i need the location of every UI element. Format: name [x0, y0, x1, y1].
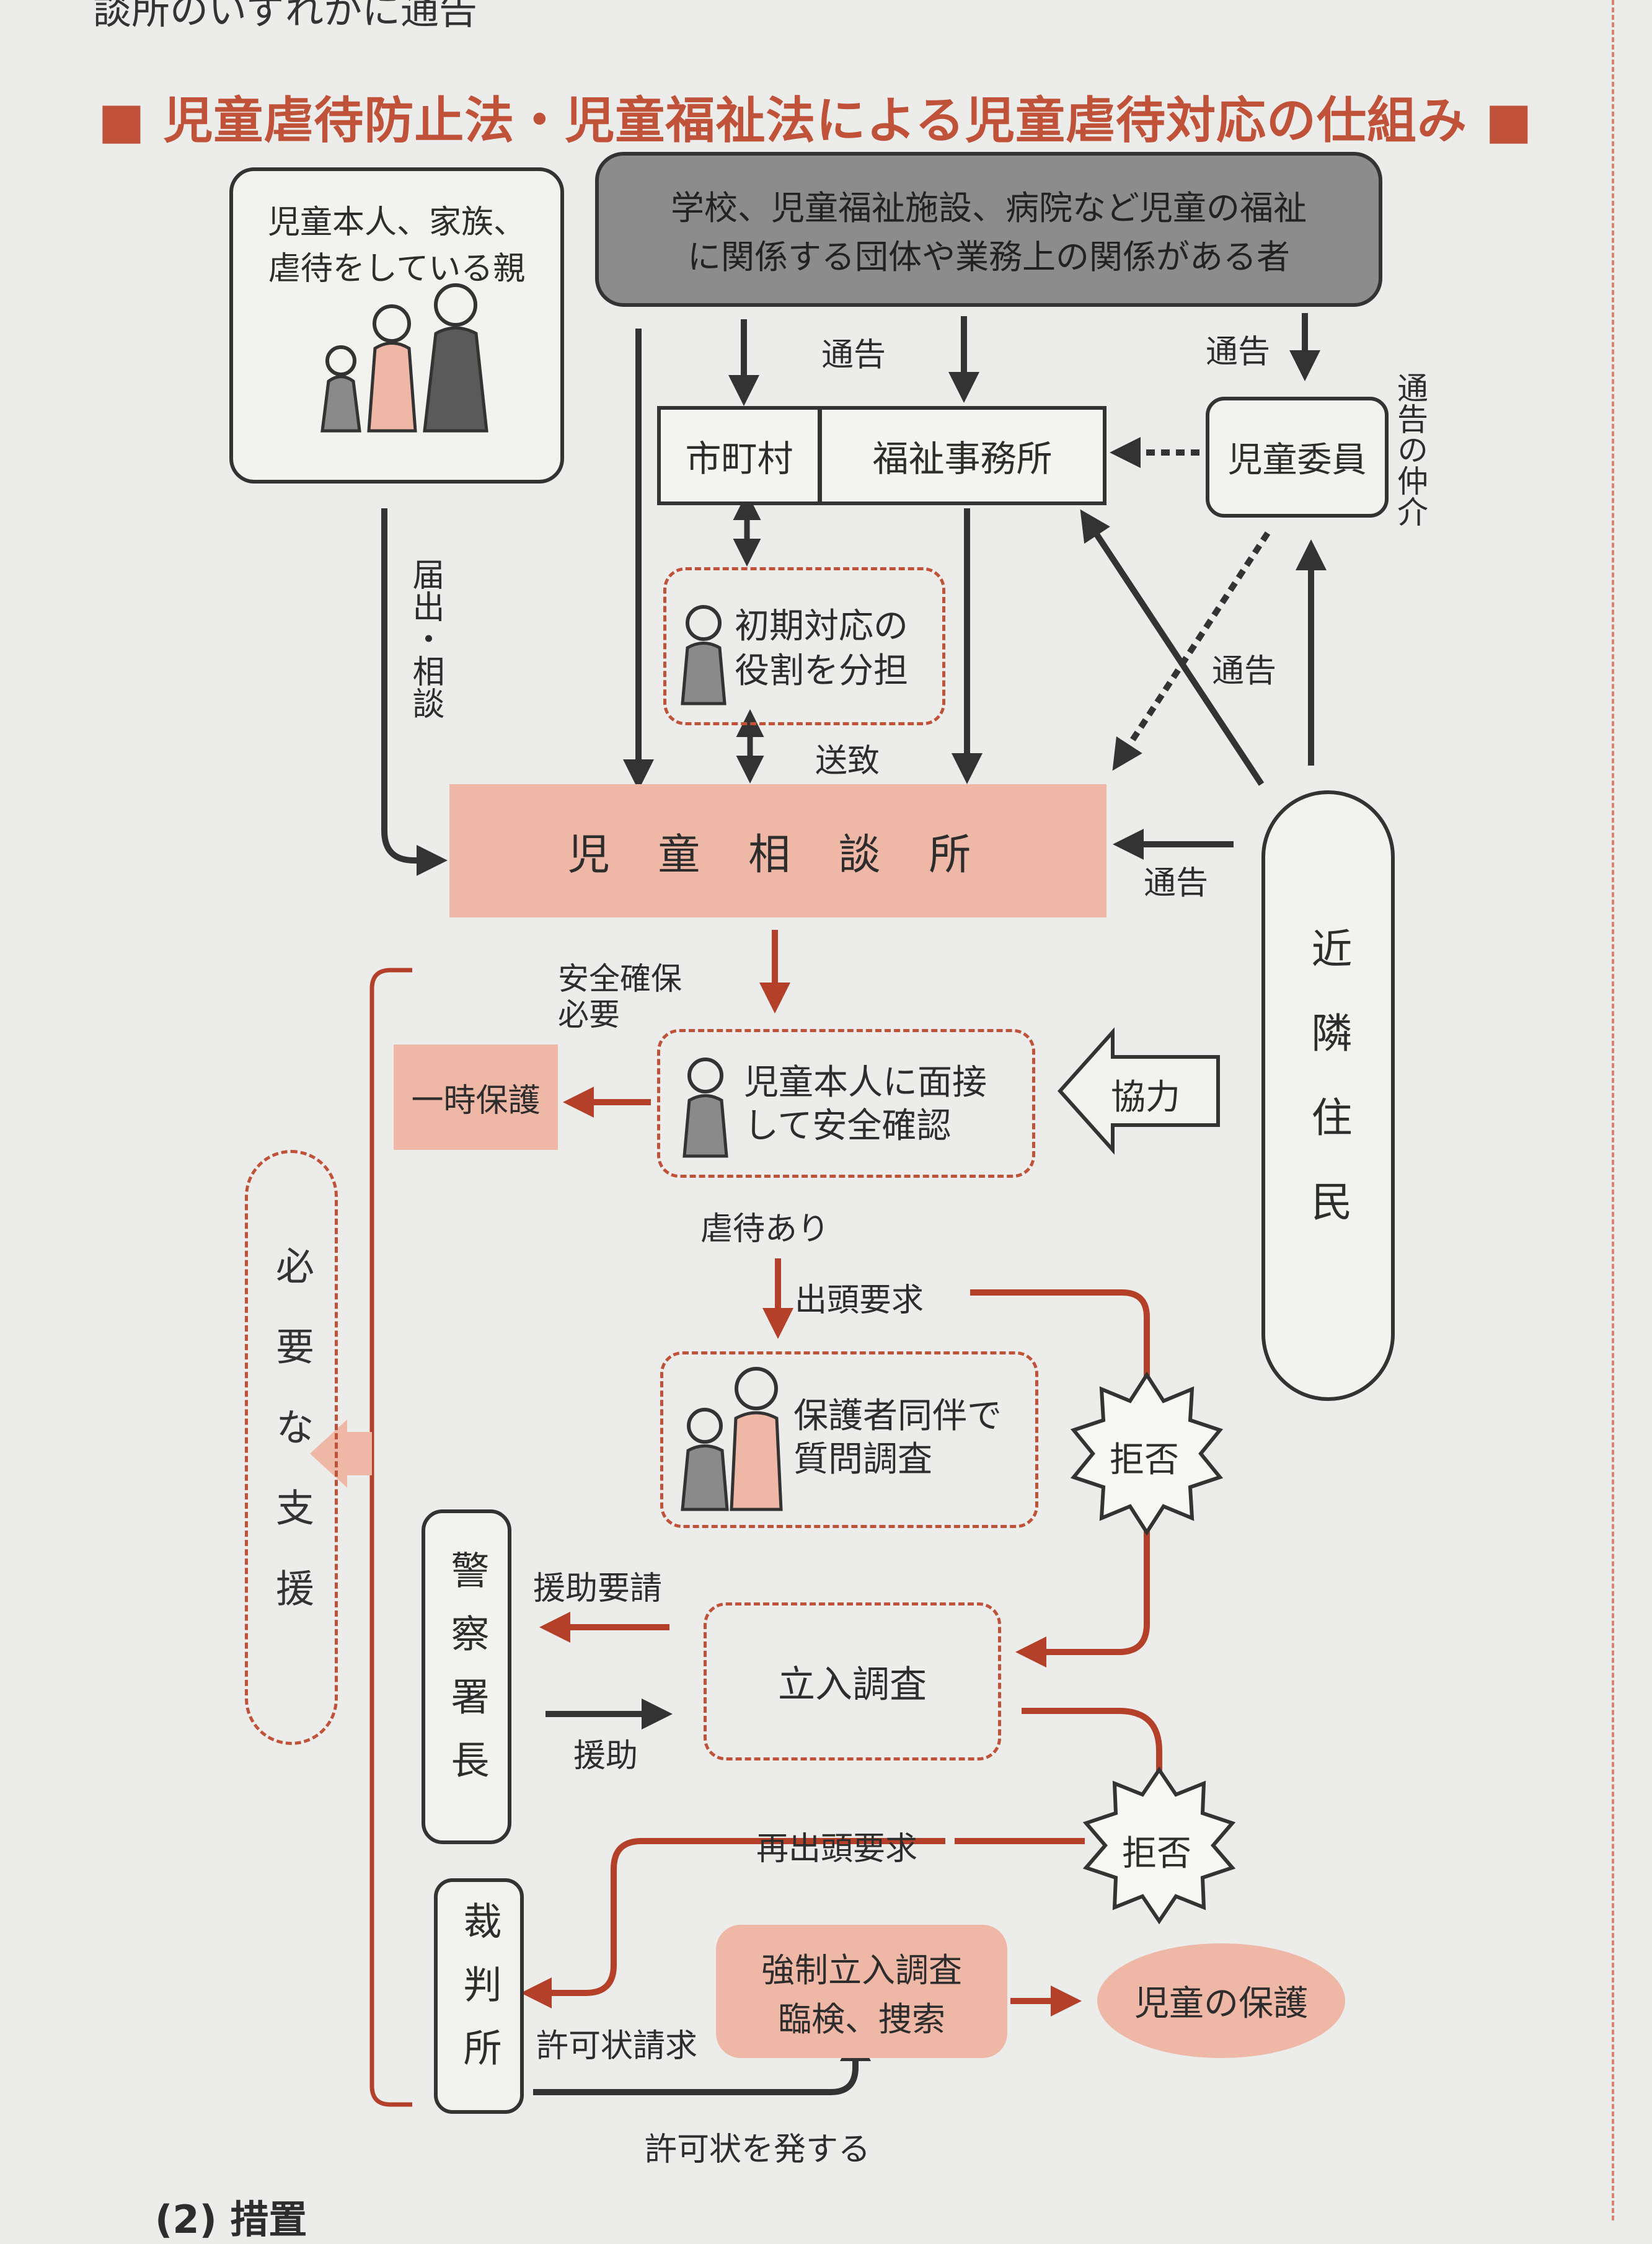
arrow-refusal-to-inspection [1015, 1525, 1150, 1668]
label-abuse-found: 虐待あり [700, 1211, 830, 1248]
arrow-to-support [310, 1420, 372, 1488]
label-notify-right: 通告 [1206, 334, 1271, 371]
label-assist: 援助 [573, 1738, 638, 1775]
school-box: 学校、児童福祉施設、病院など児童の福祉 に関係する団体や業務上の関係がある者 [595, 152, 1382, 307]
label-safety-needed: 安全確保 必要 [558, 961, 682, 1033]
arrow-commissioner-to-center [1112, 531, 1271, 771]
label-safety-needed-1: 安全確保 [558, 961, 682, 997]
cooperation-arrow [1057, 1027, 1220, 1155]
forced-line2: 臨検、捜索 [778, 1999, 945, 2039]
interview-box [657, 1029, 1035, 1178]
forced-line1: 強制立入調査 [761, 1950, 962, 1990]
refusal-2-burst [1082, 1766, 1236, 1925]
family-label-line1: 児童本人、家族、 [267, 204, 526, 241]
initial-line1: 初期対応の [735, 606, 908, 647]
consultation-center-box: 児 童 相 談 所 [449, 784, 1106, 917]
label-transfer: 送致 [815, 743, 880, 780]
initial-response-person-icon [681, 605, 727, 705]
label-warrant-request: 許可状請求 [536, 2028, 698, 2065]
neighbors-label: 近隣住民 [1304, 927, 1353, 1265]
welfare-office-box: 福祉事務所 [818, 406, 1106, 505]
temporary-protection-label: 一時保護 [411, 1082, 541, 1120]
refusal-1-burst [1070, 1371, 1224, 1536]
label-safety-needed-2: 必要 [558, 997, 620, 1033]
family-people-icon [320, 283, 488, 433]
welfare-office-label: 福祉事務所 [872, 438, 1053, 480]
label-mediation: 通告の仲介 [1392, 372, 1428, 527]
forced-inspection-box: 強制立入調査 臨検、捜索 [716, 1925, 1007, 2058]
consultation-center-label: 児 童 相 談 所 [567, 831, 989, 880]
questioning-line2: 質問調査 [793, 1439, 932, 1480]
interview-label: 児童本人に面接 して安全確認 [744, 1061, 987, 1148]
police-label: 警察署長 [444, 1550, 490, 1803]
school-label-line1: 学校、児童福祉施設、病院など児童の福祉 [671, 188, 1307, 227]
support-bracket [369, 968, 412, 2107]
questioning-people-icon [681, 1367, 783, 1511]
line-inspection-to-refusal2 [1022, 1708, 1162, 1779]
margin-guideline [1612, 0, 1614, 2220]
initial-response-label: 初期対応の 役割を分担 [735, 604, 908, 694]
questioning-label: 保護者同伴で 質問調査 [793, 1395, 1002, 1482]
refusal-2-label: 拒否 [1122, 1834, 1191, 1874]
police-box: 警察署長 [422, 1509, 511, 1844]
commissioner-label: 児童委員 [1227, 440, 1367, 480]
label-notify-neighbor: 通告 [1144, 865, 1209, 902]
refusal-1-label: 拒否 [1110, 1440, 1179, 1480]
temporary-protection-box: 一時保護 [394, 1045, 558, 1150]
commissioner-box: 児童委員 [1206, 397, 1389, 518]
municipality-box: 市町村 [657, 406, 821, 505]
label-appearance-request: 出頭要求 [795, 1282, 924, 1319]
inspection-box: 立入調査 [704, 1602, 1001, 1760]
questioning-box [660, 1351, 1038, 1528]
interview-line2: して安全確認 [744, 1106, 952, 1146]
page-title: ■ 児童虐待防止法・児童福祉法による児童虐待対応の仕組み ■ [98, 92, 1533, 149]
label-notify-top: 通告 [821, 337, 886, 374]
label-reappearance-request: 再出頭要求 [756, 1831, 918, 1868]
arrow-family-to-center [381, 508, 448, 876]
school-label-line2: に関係する団体や業務上の関係がある者 [687, 237, 1290, 276]
questioning-line1: 保護者同伴で [793, 1396, 1002, 1436]
initial-response-box [663, 567, 945, 725]
label-report-consult: 届出・相談 [407, 558, 444, 719]
court-box: 裁判所 [434, 1878, 524, 2114]
child-protection-ellipse: 児童の保護 [1097, 1943, 1345, 2058]
neighbors-box: 近隣住民 [1261, 790, 1395, 1401]
child-protection-label: 児童の保護 [1134, 1984, 1308, 2024]
label-notify-cross: 通告 [1212, 653, 1277, 690]
court-label: 裁判所 [456, 1901, 502, 2091]
previous-section-text: 談所のいずれかに通告 [93, 0, 478, 33]
interview-line1: 児童本人に面接 [744, 1062, 987, 1103]
arrow-neighbors-to-welfare [1080, 509, 1265, 786]
municipality-label: 市町村 [685, 438, 793, 480]
support-label: 必要な支援 [269, 1246, 314, 1649]
label-warrant-issue: 許可状を発する [645, 2131, 871, 2168]
arrow-warrant-issue [533, 2030, 871, 2095]
line-appearance-to-refusal [970, 1289, 1150, 1376]
arrow-reappearance-to-court [527, 1838, 1085, 1993]
inspection-label: 立入調査 [778, 1663, 927, 1707]
label-assist-request: 援助要請 [533, 1570, 663, 1607]
support-box: 必要な支援 [245, 1150, 338, 1745]
initial-line2: 役割を分担 [735, 651, 908, 691]
next-section-heading: (2) 措置 [155, 2197, 307, 2242]
cooperation-label: 協力 [1111, 1077, 1180, 1118]
family-label-line2: 虐待をしている親 [268, 250, 526, 288]
interview-child-icon [682, 1058, 728, 1158]
